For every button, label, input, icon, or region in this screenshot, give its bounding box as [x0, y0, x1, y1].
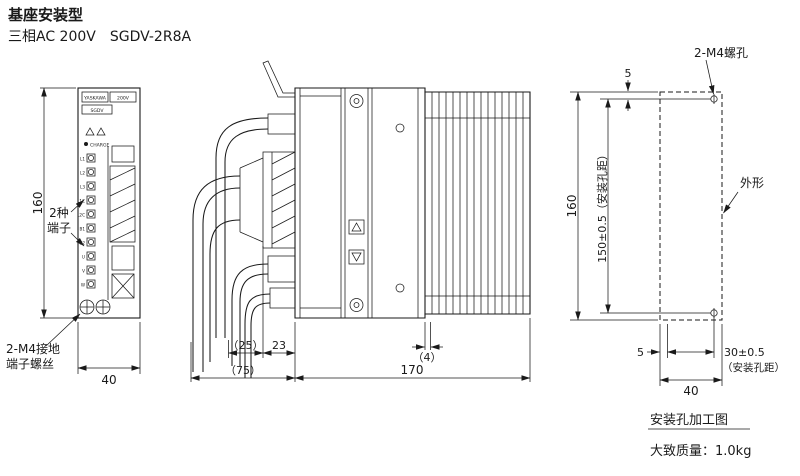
side-connectors	[239, 113, 296, 309]
terminal-note-line2: 端子	[47, 221, 71, 235]
page-title: 基座安装型	[7, 6, 83, 24]
dim-4-label: （4）	[413, 351, 442, 364]
left-offset-label: 5	[637, 346, 644, 359]
side-view: （25） 23 （75） 170 （4）	[190, 60, 531, 382]
mass-note: 大致质量：1.0kg	[650, 444, 751, 459]
model-subtitle: 三相AC 200V SGDV-2R8A	[8, 29, 191, 45]
fin-tie-bars	[425, 117, 530, 297]
horizontal-pitch-dimension: 5 30±0.5 （安装孔距）	[637, 317, 785, 386]
mounting-view: 2-M4螺孔 5 160 150±0.5（安装孔距） 外形	[565, 46, 785, 459]
side-depth-dimensions: （75） 170	[190, 318, 531, 382]
heatsink-fins	[431, 92, 524, 314]
voltage-badge	[109, 91, 137, 103]
rail-screw-icon	[349, 94, 364, 312]
terminal-label: U	[82, 255, 85, 260]
side-front-dimensions: （25） 23	[228, 246, 296, 382]
dim-25-label: （25）	[228, 339, 264, 352]
warning-icon	[96, 127, 106, 136]
model-badge-label: SGDV	[90, 108, 104, 114]
charge-label: CHARGE	[90, 143, 110, 149]
dim-170-label: 170	[401, 363, 424, 377]
terminal-note-line1: 2种	[49, 206, 69, 220]
ground-note-line1: 2-M4接地	[6, 341, 60, 356]
front-width-label: 40	[101, 373, 116, 387]
terminal-label: L1	[80, 157, 85, 162]
screw-note-label: 2-M4螺孔	[694, 46, 748, 60]
ground-note: 2-M4接地 端子螺丝	[6, 313, 81, 371]
charge-led-icon	[84, 142, 88, 146]
heatsink-outline	[424, 91, 531, 315]
mounting-hole-icon	[710, 94, 718, 318]
horizontal-pitch-label: 30±0.5	[724, 346, 765, 359]
ground-note-line2: 端子螺丝	[6, 357, 54, 371]
case-screw-icon	[395, 123, 405, 133]
front-connectors	[109, 145, 136, 299]
dim-75-label: （75）	[225, 364, 261, 377]
top-offset-dimension: 5	[625, 67, 632, 111]
front-width-dimension: 40	[77, 322, 141, 387]
mount-height-dimension: 160	[565, 91, 658, 321]
mounting-outline	[659, 91, 723, 321]
vertical-pitch-dimension: 150±0.5（安装孔距）	[595, 98, 711, 314]
front-view: YASKAWA 200V SGDV CHARGE	[6, 87, 141, 387]
mounting-caption: 安装孔加工图	[650, 413, 728, 428]
ground-screw-icon	[79, 299, 111, 315]
front-height-label: 160	[31, 192, 45, 215]
mount-width-dimension: 40	[659, 377, 723, 398]
side-gap-dimension: （4）	[412, 322, 443, 364]
horizontal-pitch-note: （安装孔距）	[722, 361, 785, 374]
terminal-strip: L1 L2 L3 L1C L2C B1 B2 U V W	[77, 153, 96, 289]
warning-icon	[85, 127, 95, 136]
dim-23-label: 23	[272, 339, 286, 352]
terminal-label: L2	[80, 171, 85, 176]
terminal-note: 2种 端子	[47, 199, 85, 247]
terminal-label: L2C	[77, 213, 85, 218]
brand-badge	[81, 91, 109, 103]
wire-hook	[262, 60, 295, 98]
case-screw-icon	[395, 283, 405, 293]
terminal-label: B1	[79, 227, 85, 232]
side-body-outline	[294, 87, 426, 319]
cables	[192, 117, 271, 378]
outline-note: 外形	[723, 176, 764, 214]
rail-lines	[299, 88, 419, 318]
terminal-label: V	[82, 269, 85, 274]
rail-indicator-icons	[348, 219, 365, 265]
mount-width-label: 40	[683, 384, 698, 398]
front-height-dimension: 160	[31, 87, 76, 319]
terminal-label: W	[81, 283, 85, 288]
mount-height-label: 160	[565, 195, 579, 218]
vertical-pitch-label: 150±0.5（安装孔距）	[595, 149, 609, 263]
outline-label: 外形	[740, 176, 764, 190]
model-badge	[81, 104, 113, 115]
brand-badge-label: YASKAWA	[83, 96, 107, 102]
terminal-label: L3	[80, 185, 85, 190]
top-offset-label: 5	[625, 67, 632, 80]
voltage-badge-label: 200V	[117, 96, 130, 102]
